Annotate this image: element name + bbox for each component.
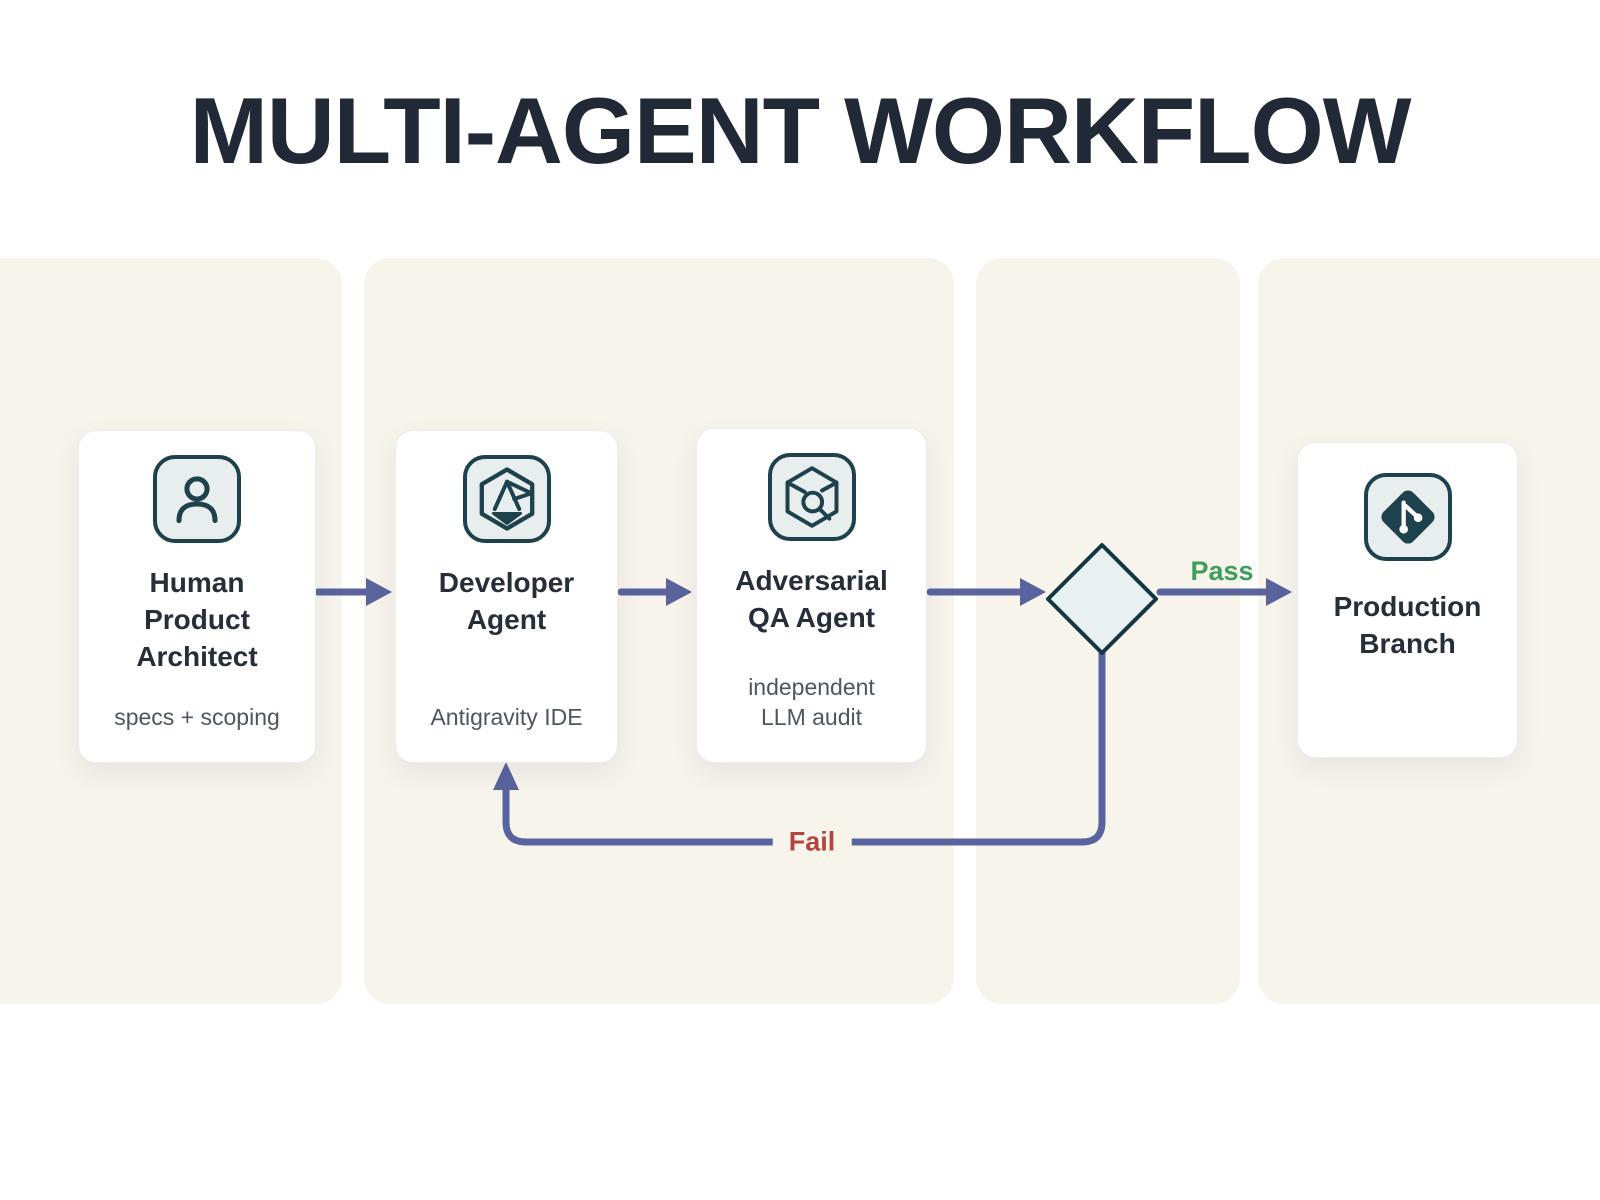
page-title: MULTI-AGENT WORKFLOW	[189, 78, 1412, 183]
pass-label: Pass	[1190, 556, 1254, 586]
node-developer-agent: Developer Agent Antigravity IDE	[395, 430, 618, 763]
arrow-human-to-developer	[314, 578, 392, 606]
arrow-qa-to-decision	[926, 578, 1046, 606]
fail-return-arrowhead	[493, 762, 519, 790]
arrow-decision-to-production	[1156, 578, 1292, 606]
node-subtitle: Antigravity IDE	[430, 703, 583, 730]
node-production-branch: Production Branch	[1297, 442, 1518, 758]
node-title: Developer Agent	[438, 567, 575, 635]
person-icon	[153, 455, 241, 543]
fail-label: Fail	[772, 824, 852, 860]
node-title: Human Product Architect	[136, 567, 258, 672]
antigravity-hexagon-icon	[462, 455, 551, 543]
cube-magnifier-icon	[767, 453, 856, 541]
node-title: Production Branch	[1333, 591, 1482, 659]
git-branch-icon	[1363, 473, 1452, 561]
node-subtitle: independent LLM audit	[748, 674, 875, 730]
arrow-developer-to-qa	[617, 578, 692, 606]
node-human-product-architect: Human Product Architect specs + scoping	[78, 430, 316, 763]
node-adversarial-qa-agent: Adversarial QA Agent independent LLM aud…	[696, 428, 927, 763]
node-title: Adversarial QA Agent	[735, 565, 888, 633]
node-subtitle: specs + scoping	[114, 703, 280, 730]
decision-diamond	[1046, 543, 1158, 655]
